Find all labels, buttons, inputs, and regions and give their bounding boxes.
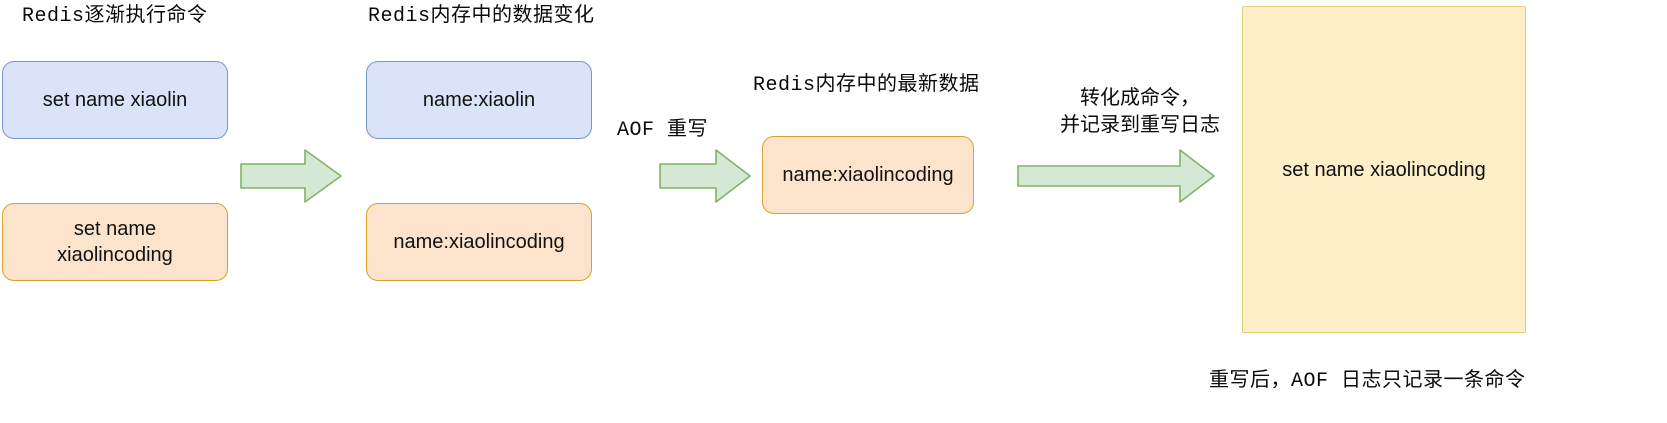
footer-note-aof-single-command: 重写后，AOF 日志只记录一条命令 [1209, 370, 1526, 393]
node-memory-name-xiaolincoding: name:xiaolincoding [366, 203, 592, 281]
heading-column-memory-changes: Redis内存中的数据变化 [368, 5, 595, 28]
heading-column-latest-memory: Redis内存中的最新数据 [753, 74, 980, 97]
arrow-commands-to-memory [239, 148, 343, 204]
node-command-set-name-xiaolincoding: set name xiaolincoding [2, 203, 228, 281]
label-aof-rewrite: AOF 重写 [617, 119, 709, 142]
label-convert-to-command: 转化成命令， 并记录到重写日志 [1040, 85, 1240, 139]
label-convert-line-2: 并记录到重写日志 [1060, 114, 1220, 136]
node-latest-name-xiaolincoding: name:xiaolincoding [762, 136, 974, 214]
heading-column-commands: Redis逐渐执行命令 [22, 5, 208, 28]
arrow-aof-rewrite [658, 148, 752, 204]
node-command-set-name-xiaolin: set name xiaolin [2, 61, 228, 139]
arrow-convert-to-command [1016, 148, 1216, 204]
node-command-line-2: xiaolincoding [57, 244, 173, 266]
node-aof-rewrite-log: set name xiaolincoding [1242, 6, 1526, 333]
node-memory-name-xiaolin: name:xiaolin [366, 61, 592, 139]
label-convert-line-1: 转化成命令， [1080, 87, 1200, 109]
node-command-line-1: set name [73, 218, 157, 240]
